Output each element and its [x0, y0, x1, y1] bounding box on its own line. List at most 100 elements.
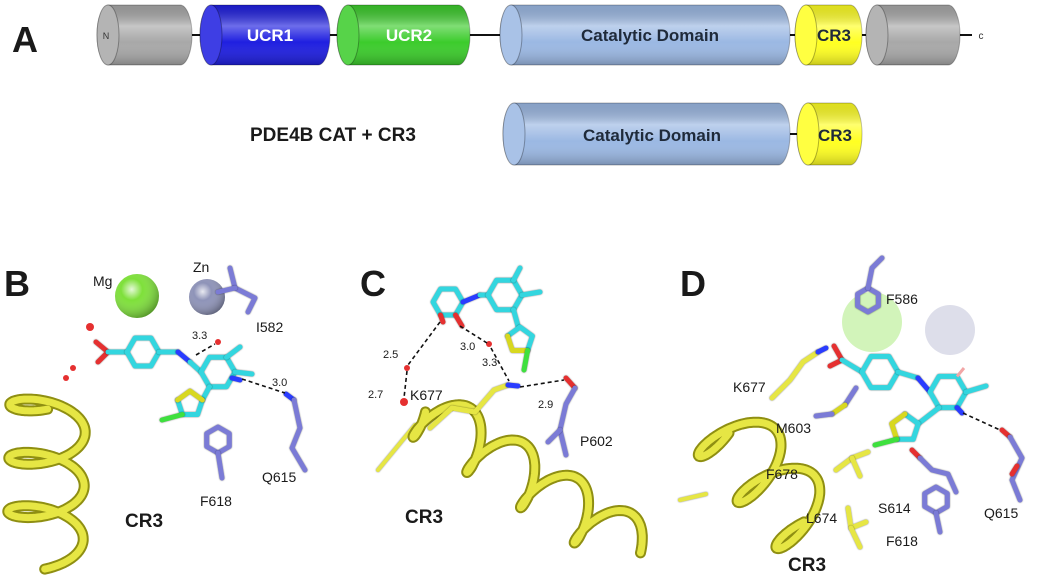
cr3-cylinder-cap: [795, 5, 817, 65]
mg-label: Mg: [93, 273, 112, 289]
f618-label: F618: [200, 493, 232, 509]
cr3-helix-label: CR3: [125, 511, 163, 532]
ligand-carboxylate: [453, 312, 465, 329]
panel-c-letter: C: [360, 263, 386, 304]
panel-d-letter: D: [680, 263, 706, 304]
construct-cr3-cylinder-cap-highlight: [796, 102, 820, 166]
p602-label: P602: [580, 433, 613, 449]
c-terminal-region: [865, 4, 961, 66]
ucr1-domain: UCR1: [199, 4, 331, 66]
water-molecule: [215, 339, 221, 345]
f618-side-chain: [933, 510, 943, 535]
catalytic-domain: Catalytic Domain: [499, 4, 791, 66]
n-terminus-label: N: [103, 31, 110, 41]
ligand-ring-nitrogen: [229, 375, 243, 383]
l674-side-chain: [845, 505, 869, 531]
m603-label: M603: [776, 420, 811, 436]
k677-side-chain: [427, 382, 511, 431]
ligand-amine-nitrogen: [460, 292, 483, 305]
f618-side-chain: [215, 450, 225, 481]
f618-label: F618: [886, 533, 918, 549]
n-terminal-cylinder-cap-highlight: [96, 4, 120, 66]
hydrogen-bond-dash: [407, 321, 441, 366]
water-molecule: [486, 341, 492, 347]
i582-side-chain: [227, 265, 258, 315]
zn-ion-ghost-sphere: [925, 305, 975, 355]
panel-b-letter: B: [4, 263, 30, 304]
catalytic-domain-label: Catalytic Domain: [581, 26, 719, 45]
distance-label: 3.0: [460, 341, 475, 353]
cr3-helix-label: CR3: [788, 555, 826, 576]
f678-side-chain-branch: [849, 455, 863, 479]
hydrogen-bond-dash: [519, 379, 565, 388]
cr3-helix-ribbon: [409, 401, 646, 557]
ligand-bond: [511, 307, 521, 329]
full-length-domain-map: N UCR1 UCR2 Catalytic D: [96, 4, 984, 66]
p602-ring-branch: [545, 427, 563, 445]
p602-backbone: [557, 385, 578, 458]
ligand-phenyl-ring: [124, 335, 162, 369]
q615-label: Q615: [262, 469, 296, 485]
q615-side-chain: [289, 397, 308, 473]
f586-label: F586: [886, 291, 918, 307]
ligand-thiophene-sulfur: [175, 388, 205, 403]
panel-a: A N UCR1 UCR2: [12, 4, 984, 166]
k677-label: K677: [733, 379, 766, 395]
cr3-loop-tube: [678, 492, 708, 502]
distance-label: 2.9: [538, 399, 553, 411]
ligand-chlorine: [159, 412, 185, 423]
ligand-ring-nitrogen: [954, 405, 965, 416]
m603-methyl: [813, 411, 835, 419]
ucr2-cylinder-cap-highlight: [336, 4, 360, 66]
c-terminal-cylinder-cap: [866, 5, 888, 65]
ligand-phenyl-ring: [430, 286, 466, 318]
construct-catalytic-domain: Catalytic Domain: [502, 102, 791, 166]
ligand-chlorine: [521, 348, 531, 373]
construct-cr3-domain: CR3: [796, 102, 863, 166]
ligand-hydrogen: [955, 367, 966, 378]
ucr2-cylinder-cap: [337, 5, 359, 65]
water-molecule: [404, 365, 410, 371]
hydrogen-bond-dash: [241, 378, 286, 394]
panel-c: C CR3 K677 P602 2.: [360, 263, 648, 559]
construct-name: PDE4B CAT + CR3: [250, 125, 416, 146]
panel-b: B CR3 Mg Zn I582 Q6: [2, 259, 308, 575]
water-molecule: [63, 375, 69, 381]
k677-amine-nitrogen: [815, 345, 829, 355]
zn-ion-shading: [189, 279, 225, 315]
f618-phenyl-ring: [922, 484, 950, 516]
cr3-helix-outline: [407, 399, 648, 559]
ligand-phenyl-ring: [859, 353, 901, 391]
construct-catalytic-cylinder-cap: [503, 103, 525, 165]
q615-carbonyl-oxygen: [1009, 463, 1020, 477]
ligand-thiophene-ring: [894, 411, 921, 442]
c-terminus-label: c: [979, 31, 984, 42]
distance-label: 3.0: [272, 377, 287, 389]
zn-label: Zn: [193, 259, 209, 275]
m603-sulfur: [829, 402, 848, 417]
n-terminal-region: N: [96, 4, 193, 66]
n-terminal-cylinder-cap: [97, 5, 119, 65]
construct-catalytic-label: Catalytic Domain: [583, 126, 721, 145]
ligand-methyl: [224, 344, 243, 360]
construct-domain-map: PDE4B CAT + CR3 Catalytic Domain CR3: [250, 102, 863, 166]
f618-phenyl-ring: [204, 424, 232, 456]
l674-side-chain-branch: [848, 525, 863, 550]
ucr1-cylinder-cap: [200, 5, 222, 65]
construct-catalytic-cylinder-shading: [503, 103, 790, 165]
ligand-methyl: [511, 265, 523, 283]
cr3-helix-ribbon: [4, 395, 89, 573]
hydrogen-bond-dash: [962, 412, 1001, 431]
panel-d: D CR3 F586 K677 M603: [678, 255, 1025, 576]
catalytic-cylinder-cap: [500, 5, 522, 65]
cr3-cylinder-cap-highlight: [794, 4, 818, 66]
ligand-amine-nitrogen: [175, 349, 193, 365]
catalytic-cylinder-shading: [500, 5, 790, 65]
ligand-methyl: [232, 369, 255, 377]
q615-label: Q615: [984, 505, 1018, 521]
ucr1-label: UCR1: [247, 26, 293, 45]
cr3-helix-label: CR3: [405, 507, 443, 528]
water-molecule: [70, 365, 76, 371]
f586-phenyl-ring: [855, 285, 881, 315]
